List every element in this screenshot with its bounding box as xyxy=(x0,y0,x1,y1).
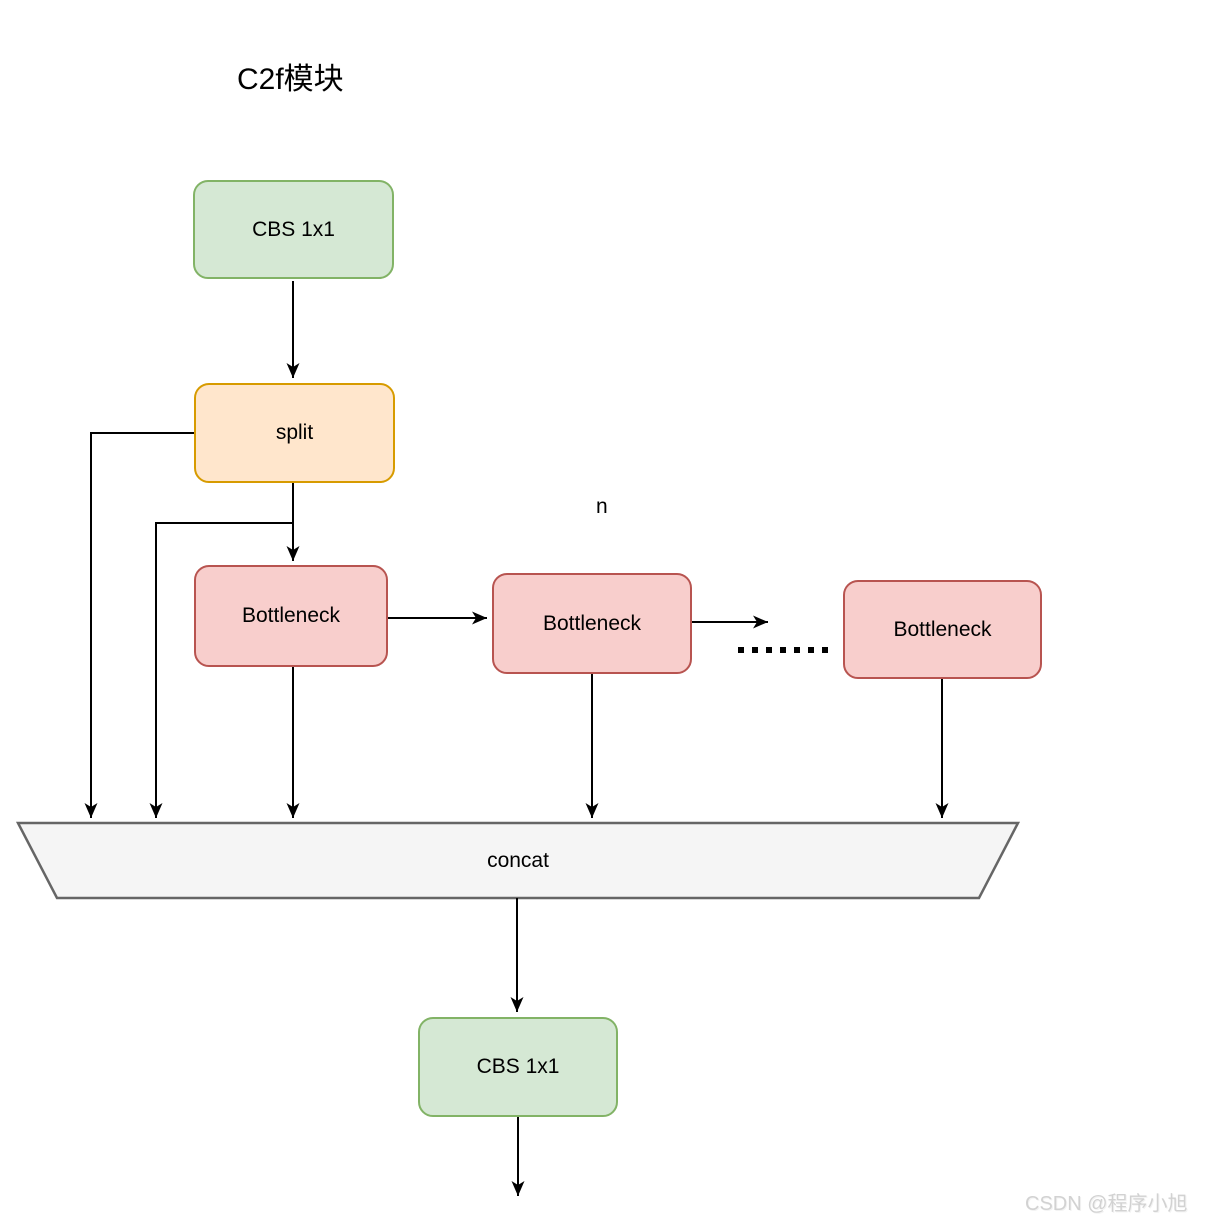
node-label: CBS 1x1 xyxy=(252,217,335,241)
edge-split-branch-to-concat xyxy=(149,522,293,818)
diagram-title: C2f模块 xyxy=(237,63,344,96)
watermark: CSDN @程序小旭 xyxy=(1025,1193,1188,1215)
node-label: Bottleneck xyxy=(893,617,992,641)
node-bottleneck-1: Bottleneck xyxy=(194,565,388,667)
node-split: split xyxy=(194,383,395,483)
node-label: Bottleneck xyxy=(241,604,341,627)
node-label: Bottleneck xyxy=(542,611,642,635)
node-bottleneck-3: Bottleneck xyxy=(843,580,1042,679)
node-label: split xyxy=(275,421,314,444)
node-bottleneck-2: Bottleneck xyxy=(492,573,692,674)
node-cbs-1x1-top: CBS 1x1 xyxy=(193,180,394,279)
node-concat-label: concat xyxy=(487,849,549,872)
concat-shape xyxy=(15,821,1021,900)
node-label: CBS 1x1 xyxy=(476,1055,560,1078)
repeat-count-label: n xyxy=(596,495,608,518)
edge-split-left-to-concat xyxy=(84,432,194,818)
node-cbs-1x1-bottom: CBS 1x1 xyxy=(418,1017,618,1117)
